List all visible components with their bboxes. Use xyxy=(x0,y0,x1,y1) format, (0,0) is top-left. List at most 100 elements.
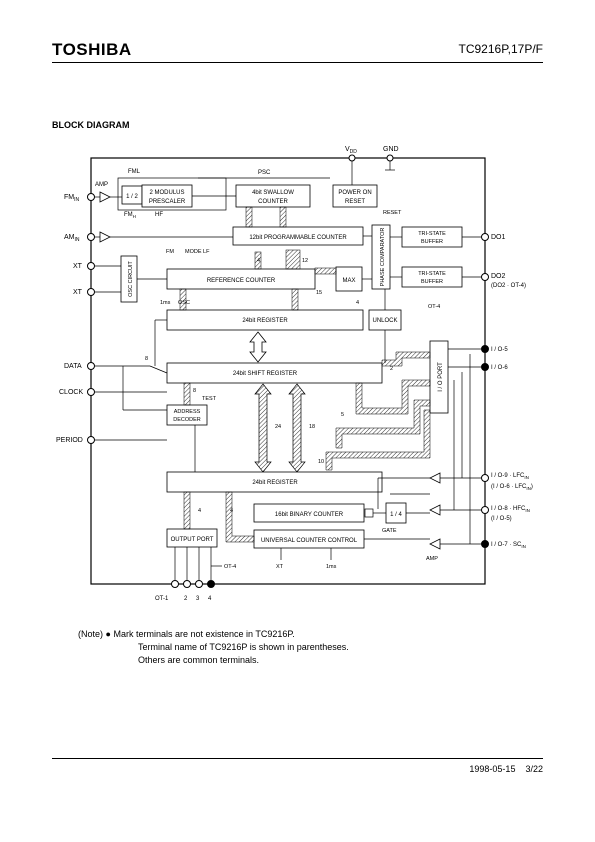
am-amp xyxy=(99,231,111,243)
register-24bit-b xyxy=(166,471,383,493)
note-line-1: Mark terminals are not existence in TC92… xyxy=(113,629,295,639)
ms1-label: 1ms xyxy=(160,300,171,306)
footer-date: 1998-05-15 xyxy=(469,764,516,774)
bus-width-label: 8 xyxy=(193,388,196,394)
ot4-pin-label: 4 xyxy=(208,596,212,602)
footer-rule xyxy=(52,758,543,759)
am-in-label: AMIN xyxy=(64,234,80,243)
footer-page: 3/22 xyxy=(525,764,543,774)
pin-clock xyxy=(87,388,95,396)
amp-io7 xyxy=(429,538,441,550)
fm-amp xyxy=(99,191,111,203)
fml-label: FML xyxy=(128,169,141,175)
svg-text:TRI-STATE: TRI-STATE xyxy=(418,271,446,277)
gnd-pin xyxy=(386,154,394,162)
output-port-box xyxy=(166,528,218,548)
svg-text:24bit REGISTER: 24bit REGISTER xyxy=(252,480,298,486)
pin-io6 xyxy=(481,363,489,371)
power-on-reset-box xyxy=(332,184,378,208)
note-line-2: Terminal name of TC9216P is shown in par… xyxy=(138,642,349,652)
ot1-label: OT-1 xyxy=(155,596,169,602)
xt-bar-label: XT xyxy=(73,263,83,270)
svg-text:RESET: RESET xyxy=(345,199,365,205)
test-label: TEST xyxy=(202,396,217,402)
ot4-label-top: OT-4 xyxy=(428,304,440,310)
svg-text:1 / 2: 1 / 2 xyxy=(126,194,138,200)
note-block: (Note) ● Mark terminals are not existenc… xyxy=(78,628,295,641)
svg-text:2 MODULUS: 2 MODULUS xyxy=(149,190,184,196)
fmh-label: FMH xyxy=(124,212,136,219)
vdd-pin xyxy=(348,154,356,162)
ot2-label: 2 xyxy=(184,596,188,602)
svg-text:UNIVERSAL COUNTER CONTROL: UNIVERSAL COUNTER CONTROL xyxy=(261,538,358,544)
svg-text:16bit BINARY COUNTER: 16bit BINARY COUNTER xyxy=(275,512,344,518)
pin-io8 xyxy=(481,506,489,514)
fm-label: FM xyxy=(166,249,174,255)
io8-sub-label: (I / O-5) xyxy=(491,516,512,522)
svg-text:MAX: MAX xyxy=(342,278,355,284)
bus-width-label: 15 xyxy=(316,290,322,296)
io8-label: I / O-8 · HFCIN xyxy=(491,506,530,513)
svg-text:BUFFER: BUFFER xyxy=(421,239,443,245)
header-rule xyxy=(52,62,543,63)
xt-label: XT xyxy=(73,289,83,296)
footer: 1998-05-15 3/22 xyxy=(469,764,543,774)
bus-width-label: 2 xyxy=(390,366,393,372)
max-box xyxy=(335,266,363,292)
gate-label: GATE xyxy=(382,528,397,534)
xt-in-label: XT xyxy=(276,564,284,570)
note-prefix: (Note) xyxy=(78,629,104,639)
pin-io7 xyxy=(481,540,489,548)
amp2-label: AMP xyxy=(426,556,438,562)
bus-width-label: 8 xyxy=(145,356,148,362)
gate-box xyxy=(364,508,374,518)
hf-label: HF xyxy=(155,212,163,218)
svg-text:OUTPUT PORT: OUTPUT PORT xyxy=(171,537,214,543)
svg-text:TRI-STATE: TRI-STATE xyxy=(418,231,446,237)
svg-text:PHASE COMPARATOR: PHASE COMPARATOR xyxy=(380,228,386,287)
svg-text:OSC CIRCUIT: OSC CIRCUIT xyxy=(128,260,134,296)
pin-xt xyxy=(87,288,95,296)
bus-width-label: 12 xyxy=(302,258,308,264)
pin-io9 xyxy=(481,474,489,482)
svg-text:1 / 4: 1 / 4 xyxy=(390,512,402,518)
do2-label: DO2 xyxy=(491,273,506,280)
io9-label: I / O-9 · LFCIN xyxy=(491,473,529,480)
bus-width-label: 4 xyxy=(356,300,359,306)
binary-counter-box xyxy=(253,503,365,523)
svg-text:12bit PROGRAMMABLE COUNTER: 12bit PROGRAMMABLE COUNTER xyxy=(249,235,347,241)
note-line-3: Others are common terminals. xyxy=(138,655,260,665)
clock-label: CLOCK xyxy=(59,389,83,396)
reset-label: RESET xyxy=(383,210,402,216)
fm-in-label: FMIN xyxy=(64,194,79,203)
ot4-label-bottom: OT-4 xyxy=(224,564,236,570)
bullet-icon: ● xyxy=(105,629,111,639)
period-label: PERIOD xyxy=(56,437,83,444)
pin-io5 xyxy=(481,345,489,353)
reference-counter-box xyxy=(166,268,316,290)
psc-label: PSC xyxy=(258,170,271,176)
svg-text:DECODER: DECODER xyxy=(173,417,201,423)
io9-sub-label: (I / O-6 · LFCIN) xyxy=(491,484,533,491)
svg-text:REFERENCE COUNTER: REFERENCE COUNTER xyxy=(207,278,276,284)
bus-width-label: 10 xyxy=(318,459,324,465)
amp-io9 xyxy=(429,472,441,484)
pin-ot2 xyxy=(183,580,191,588)
svg-text:4bit SWALLOW: 4bit SWALLOW xyxy=(252,190,294,196)
pin-do1 xyxy=(481,233,489,241)
io7-label: I / O-7 · SCIN xyxy=(491,542,526,549)
amp-io8 xyxy=(429,504,441,516)
bus-width-label: 4 xyxy=(230,508,233,514)
io6-label: I / O-6 xyxy=(491,365,508,371)
amp-label: AMP xyxy=(95,182,108,188)
svg-text:ADDRESS: ADDRESS xyxy=(174,409,201,415)
data-label: DATA xyxy=(64,363,82,370)
section-title: BLOCK DIAGRAM xyxy=(52,120,130,130)
mode-lf-label: MODE LF xyxy=(185,249,210,255)
svg-text:POWER ON: POWER ON xyxy=(338,190,371,196)
part-number: TC9216P,17P/F xyxy=(458,42,544,56)
fml-frame xyxy=(117,177,227,211)
svg-text:COUNTER: COUNTER xyxy=(258,199,288,205)
bus-width-label: 18 xyxy=(309,424,315,430)
